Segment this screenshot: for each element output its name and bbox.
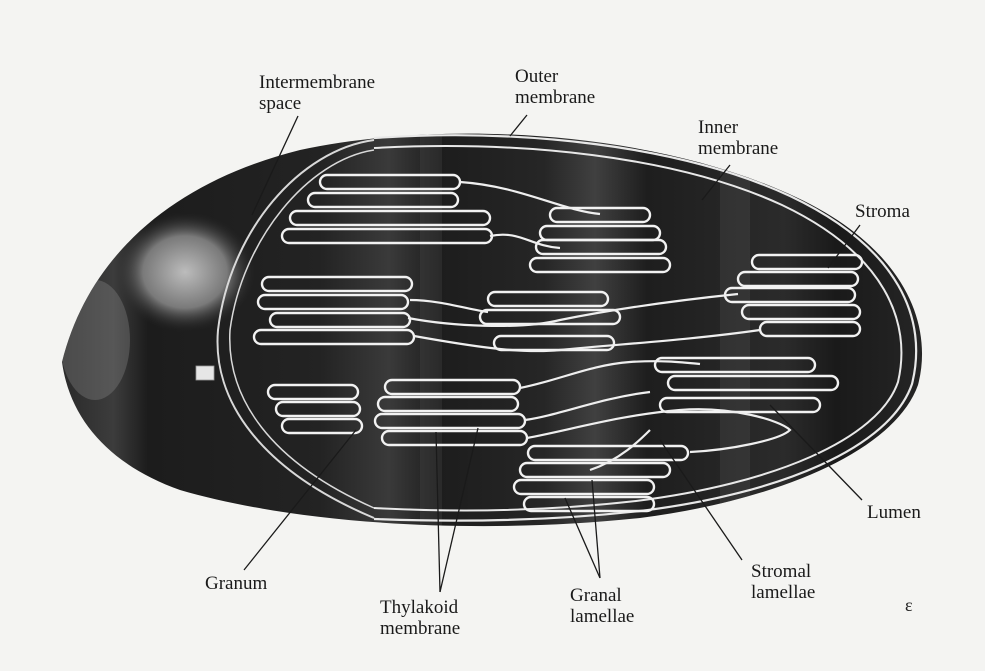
label-outer-membrane: Outer membrane — [515, 66, 595, 108]
label-lumen: Lumen — [867, 502, 921, 523]
label-stroma: Stroma — [855, 201, 910, 222]
stray-mark: ɛ — [905, 595, 913, 615]
label-intermembrane-space: Intermembrane space — [259, 72, 375, 114]
label-granum: Granum — [205, 573, 267, 594]
specimen-tag — [196, 366, 214, 380]
label-inner-membrane: Inner membrane — [698, 117, 778, 159]
label-thylakoid-membrane: Thylakoid membrane — [380, 597, 460, 639]
leader-outer-membrane — [510, 115, 527, 136]
label-granal-lamellae: Granal lamellae — [570, 585, 634, 627]
label-stromal-lamellae: Stromal lamellae — [751, 561, 815, 603]
